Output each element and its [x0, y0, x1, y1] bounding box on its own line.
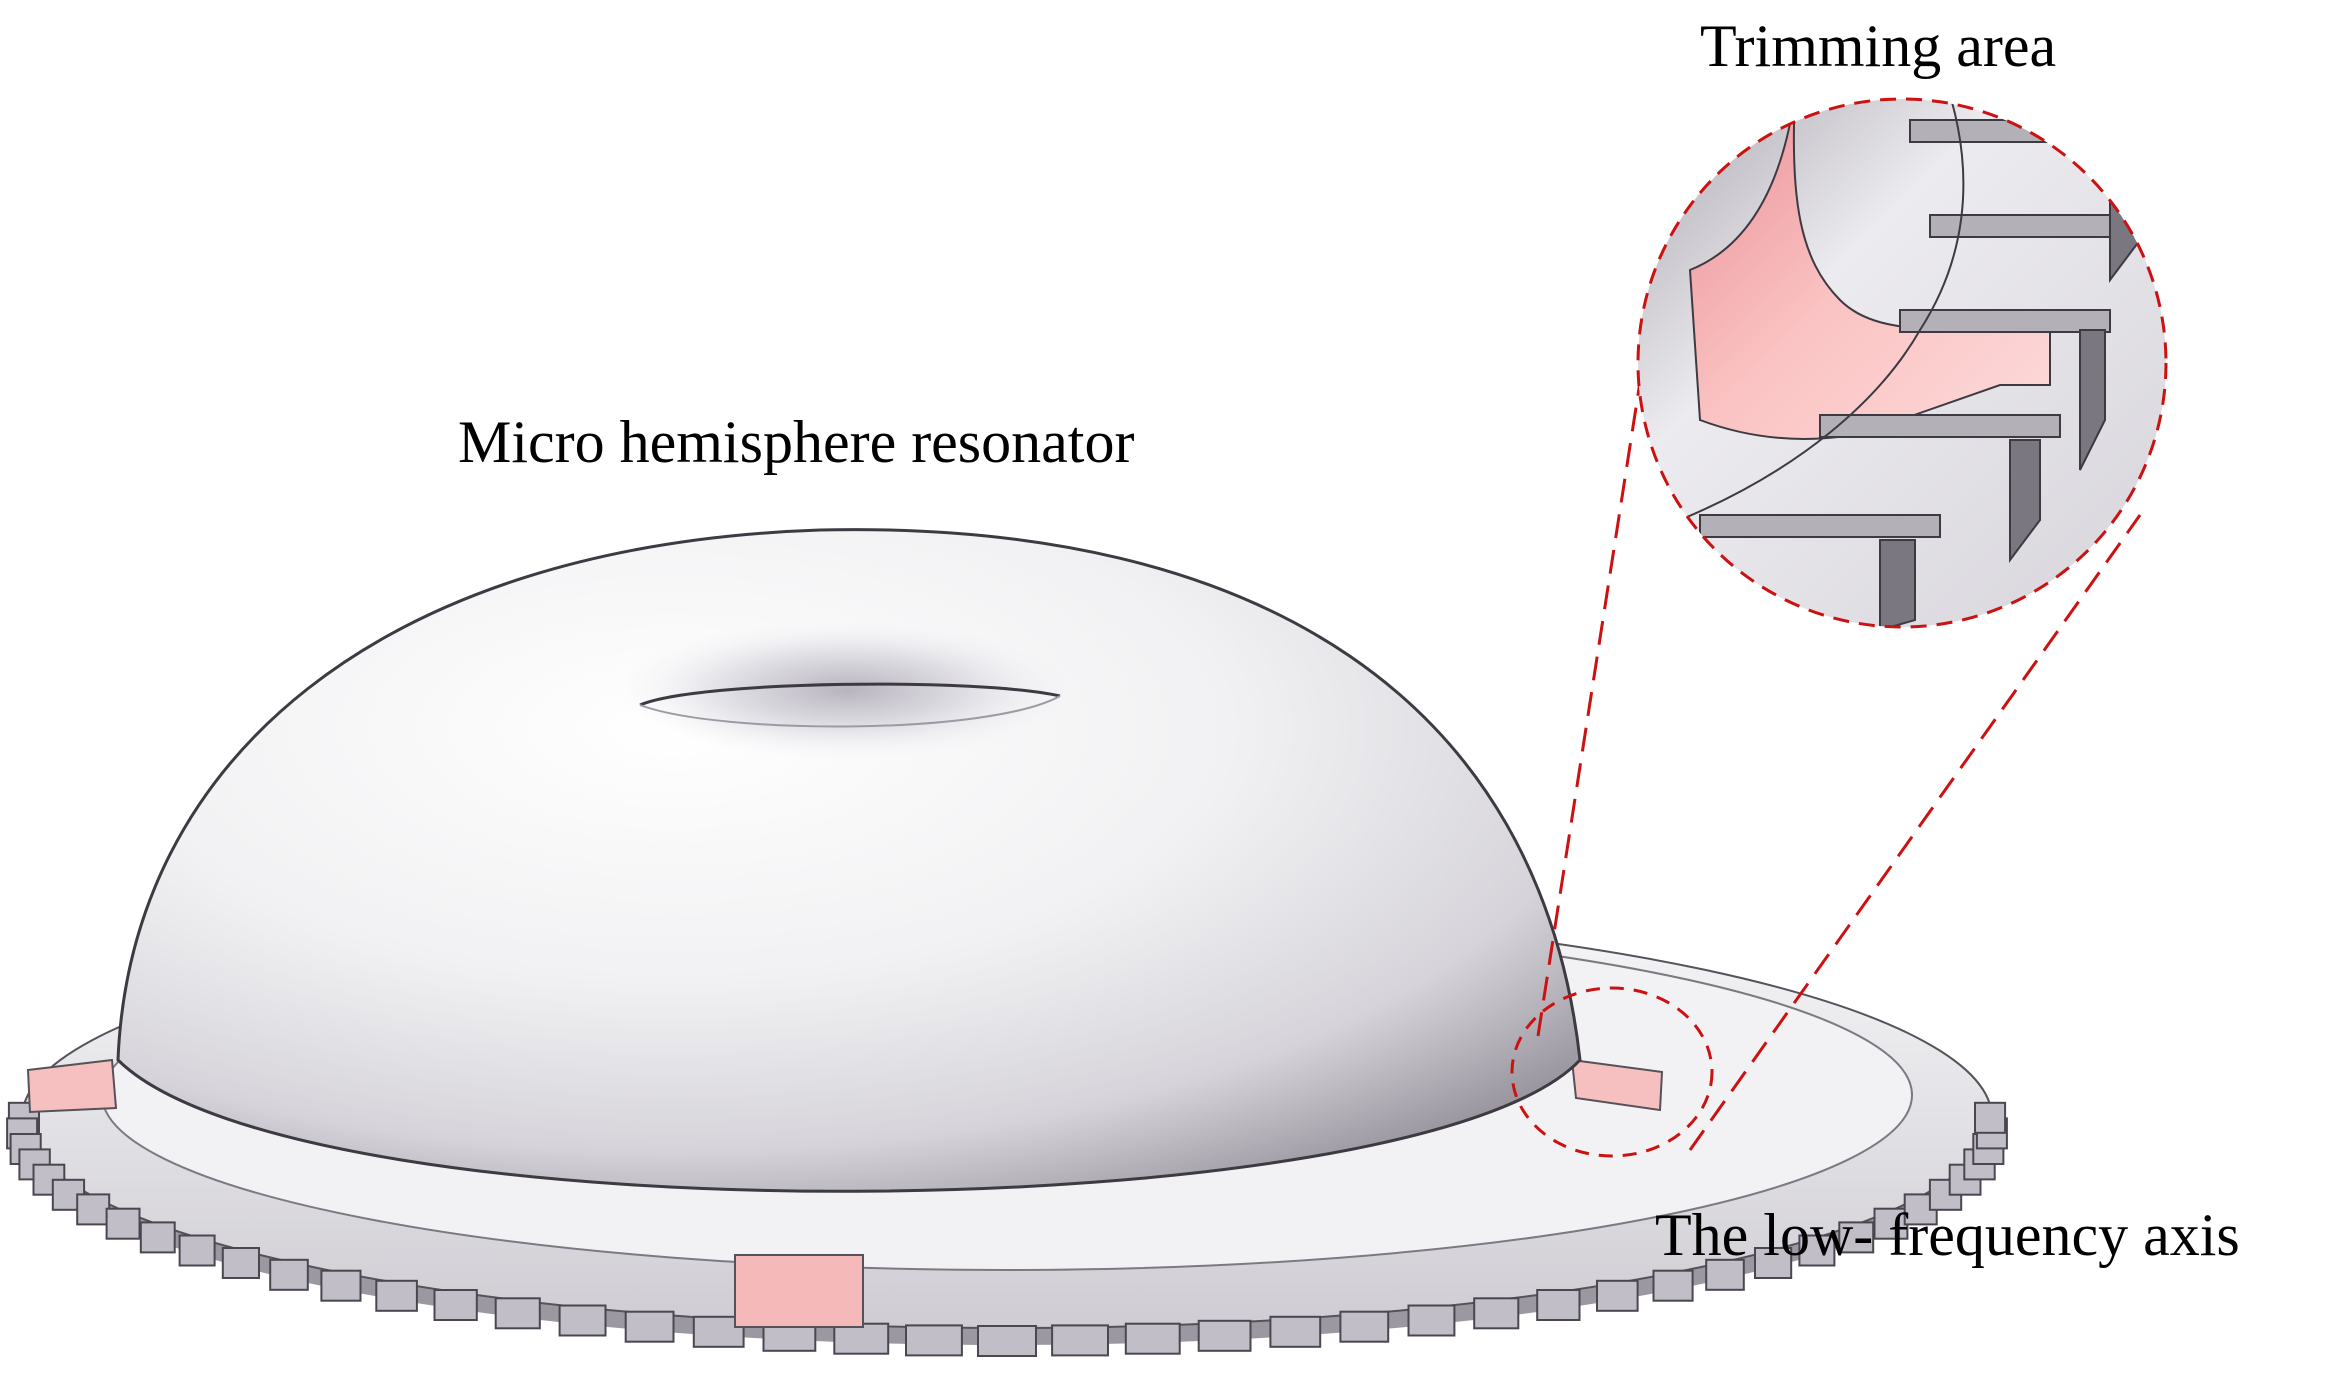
electrode-tooth [105, 1207, 141, 1240]
electrode-tooth [1407, 1304, 1456, 1337]
low-frequency-axis-label: The low- frequency axis [1655, 1202, 2240, 1268]
electrode-tooth [1754, 1247, 1793, 1279]
electrode-tooth [375, 1279, 418, 1312]
electrode-tooth [1838, 1221, 1875, 1254]
electrode-tooth [178, 1234, 216, 1267]
electrode-tooth [692, 1315, 745, 1348]
electrode-tooth [221, 1247, 261, 1279]
electrode-tooth [1705, 1258, 1745, 1291]
electrode-tooth [624, 1310, 675, 1343]
electrode-tooth [905, 1324, 963, 1357]
electrode-tooth [1596, 1279, 1639, 1312]
hemisphere-shell [116, 528, 1582, 1193]
electrode-tooth [269, 1258, 309, 1291]
electrode-tooth [1798, 1234, 1836, 1267]
zoom-view [1636, 97, 2168, 629]
trim-callout-marker [1510, 986, 1714, 1158]
electrode-tooth [433, 1289, 478, 1321]
electrode-tooth [977, 1325, 1037, 1357]
trimming-area-label: Trimming area [1700, 13, 2057, 79]
electrode-tooth [320, 1269, 362, 1302]
electrode-tooth [1197, 1319, 1252, 1352]
electrode-tooth [1536, 1289, 1581, 1321]
trim-patches [26, 1058, 1664, 1328]
electrode-tooth [76, 1193, 111, 1226]
electrode-tooth [494, 1297, 541, 1330]
electrode-tooth [1124, 1322, 1181, 1355]
electrode-tooth [1339, 1310, 1390, 1343]
electrode-tooth [139, 1221, 176, 1254]
electrode-tooth [1051, 1324, 1109, 1357]
electrode-tooth [1473, 1297, 1520, 1330]
electrode-tooth [1652, 1269, 1694, 1302]
perimeter-electrodes [6, 1101, 2008, 1357]
electrode-tooth [558, 1304, 607, 1337]
electrode-tooth [1974, 1101, 2007, 1134]
electrode-tooth [1873, 1207, 1909, 1240]
callout-lines [1536, 304, 2142, 1151]
resonator-label: Micro hemisphere resonator [458, 409, 1135, 475]
electrode-tooth [833, 1322, 890, 1355]
electrode-tooth [1269, 1315, 1322, 1348]
